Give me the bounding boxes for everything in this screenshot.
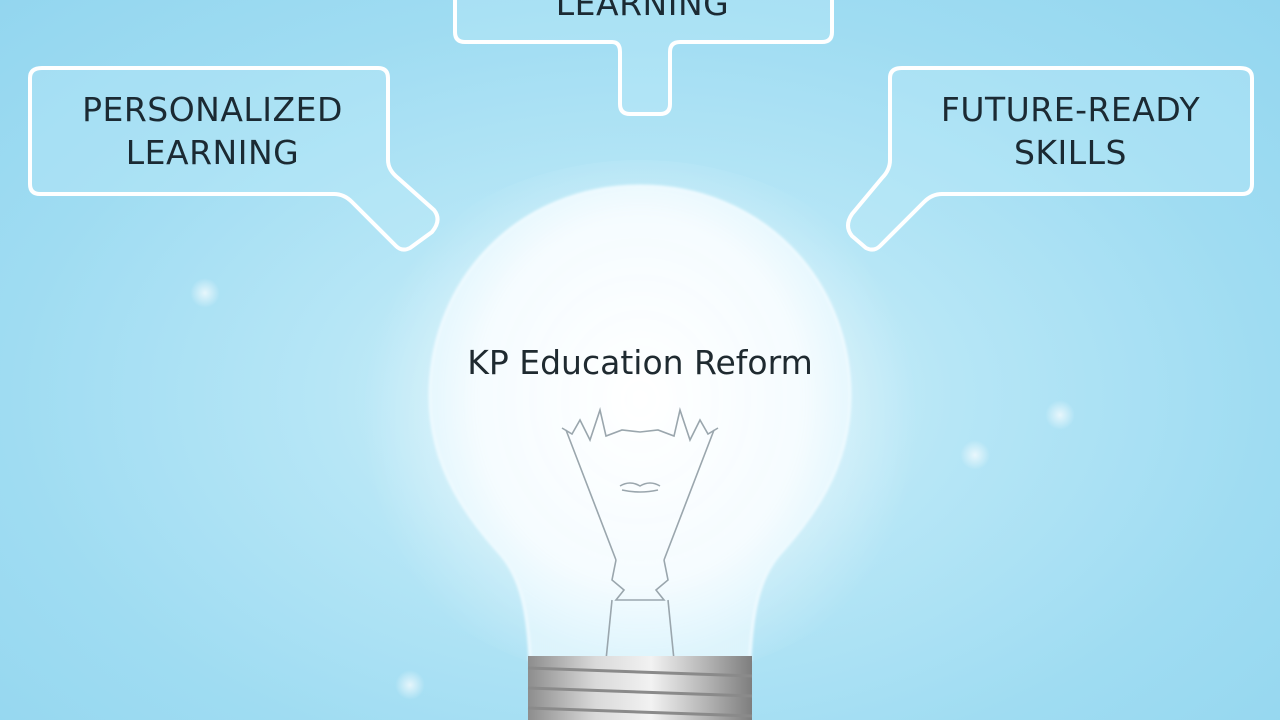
bubble-left-text: PERSONALIZED LEARNING — [40, 88, 385, 174]
sparkle-dot — [395, 670, 425, 700]
sparkle-dot — [190, 278, 220, 308]
bubble-right — [846, 66, 1254, 252]
center-title: KP Education Reform — [467, 343, 813, 382]
bubble-right-line1: FUTURE-READY — [940, 90, 1201, 129]
bubble-left — [28, 66, 440, 252]
bubble-left-line1: PERSONALIZED — [82, 90, 343, 129]
bubble-top — [453, 0, 834, 116]
filament — [561, 407, 719, 661]
sparkle-dot — [960, 440, 990, 470]
bubble-top-text: LEARNING — [470, 0, 815, 25]
lightbulb-icon — [428, 184, 852, 720]
sparkle-dot — [1045, 400, 1075, 430]
bubble-right-text: FUTURE-READY SKILLS — [898, 88, 1243, 174]
bulb-base — [527, 656, 753, 720]
bubble-right-line2: SKILLS — [1013, 133, 1128, 172]
bubble-top-line1: LEARNING — [555, 0, 730, 23]
bubble-left-line2: LEARNING — [125, 133, 300, 172]
